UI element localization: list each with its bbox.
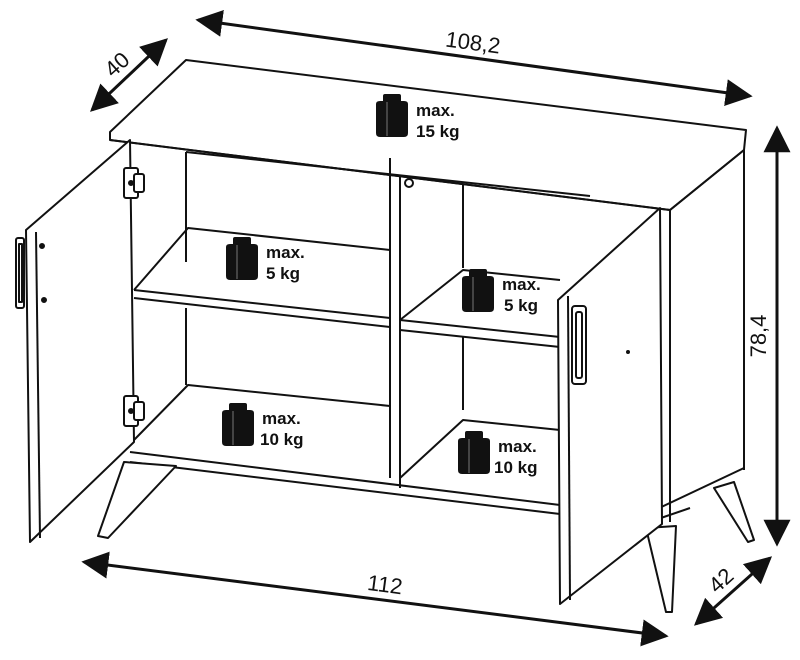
load-upper-right: max. 5 kg	[461, 268, 541, 315]
weight-icon	[221, 402, 255, 447]
load-lower-right-line2: 10 kg	[494, 458, 537, 477]
weight-icon	[225, 236, 259, 281]
weight-icon	[461, 268, 495, 313]
load-top-line1: max.	[416, 101, 455, 120]
hinge-icon	[123, 167, 145, 199]
load-upper-left: max. 5 kg	[225, 236, 305, 283]
load-lower-left-line1: max.	[262, 409, 301, 428]
load-upper-left-line1: max.	[266, 243, 305, 262]
load-lower-left: max. 10 kg	[221, 402, 303, 449]
weight-icon	[457, 430, 491, 475]
load-upper-right-line1: max.	[502, 275, 541, 294]
load-upper-right-line2: 5 kg	[504, 296, 538, 315]
load-lower-right: max. 10 kg	[457, 430, 537, 477]
dimension-arrow-icon	[90, 38, 168, 112]
hinge-icon	[123, 395, 145, 427]
load-lower-left-line2: 10 kg	[260, 430, 303, 449]
right-door	[557, 207, 663, 605]
load-top: max. 15 kg	[375, 93, 459, 141]
dimension-arrow-icon	[81, 551, 669, 647]
dimension-arrow-icon	[693, 556, 773, 626]
bottom-width-label: 112	[366, 570, 404, 599]
load-lower-right-line1: max.	[498, 437, 537, 456]
left-door	[15, 139, 145, 543]
load-top-line2: 15 kg	[416, 122, 459, 141]
load-upper-left-line2: 5 kg	[266, 264, 300, 283]
dimension-arrows	[81, 9, 791, 647]
height-label: 78,4	[746, 315, 771, 358]
dimension-arrow-icon	[195, 9, 753, 107]
